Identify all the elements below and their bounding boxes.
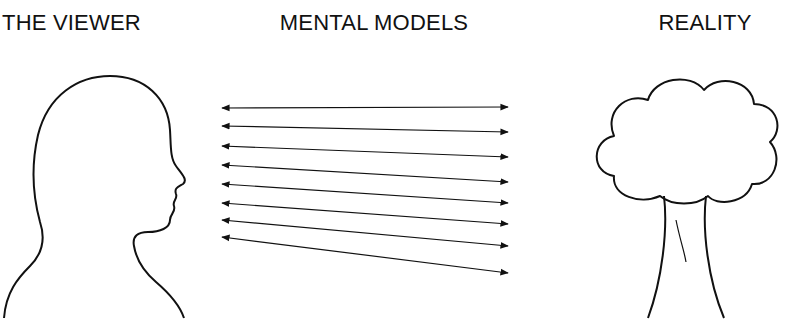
- head-silhouette: [4, 76, 185, 318]
- column-heading: THE VIEWER: [2, 10, 141, 36]
- mental-model-arrows: [222, 107, 508, 273]
- column-heading: MENTAL MODELS: [280, 10, 468, 36]
- column-heading: REALITY: [658, 10, 751, 36]
- tree: [597, 79, 778, 318]
